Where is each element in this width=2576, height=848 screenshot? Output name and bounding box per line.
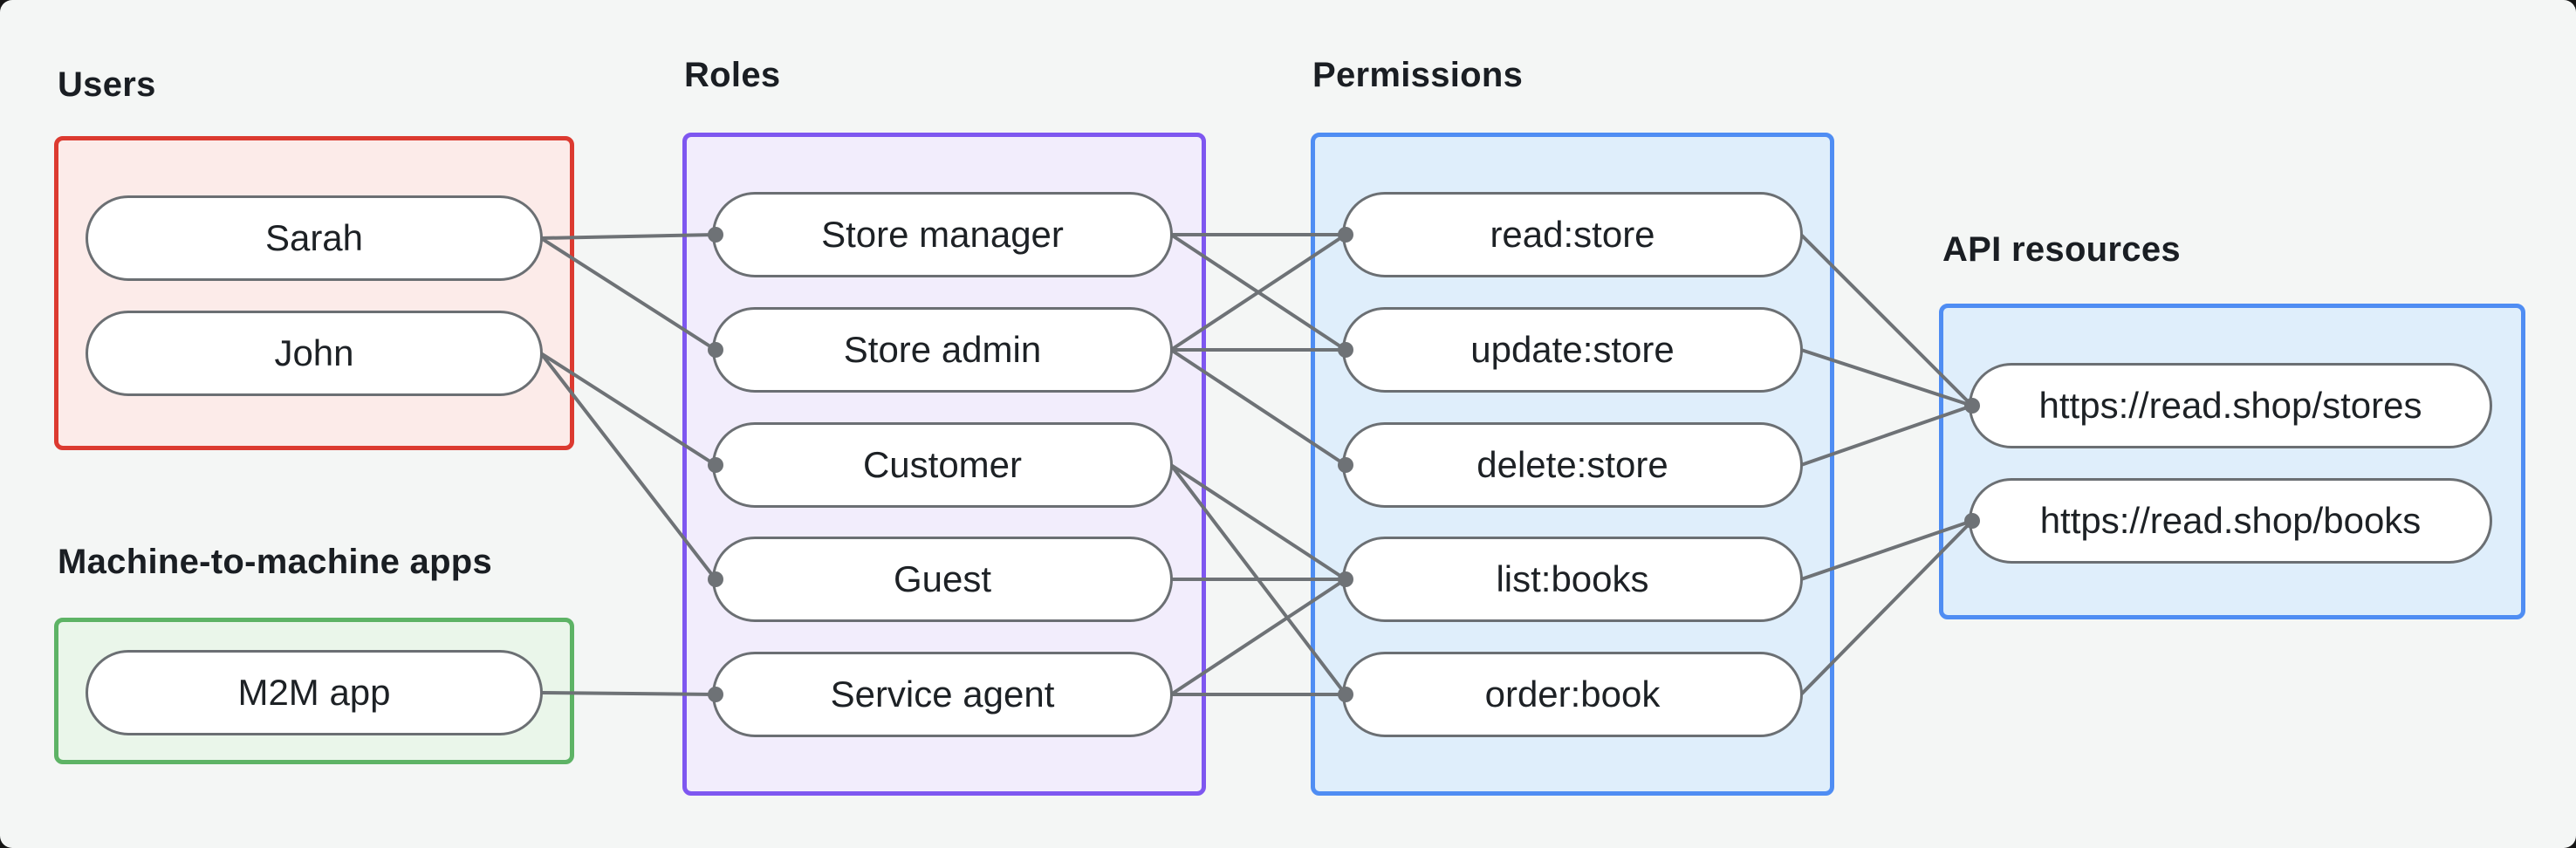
roles-group-label: Roles (684, 56, 781, 94)
node-stores_api: https://read.shop/stores (1969, 363, 2492, 448)
node-delete_store: delete:store (1342, 422, 1803, 508)
node-john: John (86, 311, 543, 396)
api-group-label: API resources (1942, 230, 2181, 269)
node-sarah: Sarah (86, 195, 543, 281)
node-guest: Guest (712, 537, 1173, 622)
node-store_manager: Store manager (712, 192, 1173, 277)
permissions-group-label: Permissions (1312, 56, 1524, 94)
node-m2m_app: M2M app (86, 650, 543, 735)
node-update_store: update:store (1342, 307, 1803, 393)
users-group-label: Users (58, 65, 156, 104)
node-service_agent: Service agent (712, 652, 1173, 737)
node-list_books: list:books (1342, 537, 1803, 622)
node-order_book: order:book (1342, 652, 1803, 737)
node-read_store: read:store (1342, 192, 1803, 277)
node-customer: Customer (712, 422, 1173, 508)
m2m-group-label: Machine-to-machine apps (58, 543, 493, 581)
node-store_admin: Store admin (712, 307, 1173, 393)
node-books_api: https://read.shop/books (1969, 478, 2492, 564)
group-box-users (54, 136, 574, 450)
